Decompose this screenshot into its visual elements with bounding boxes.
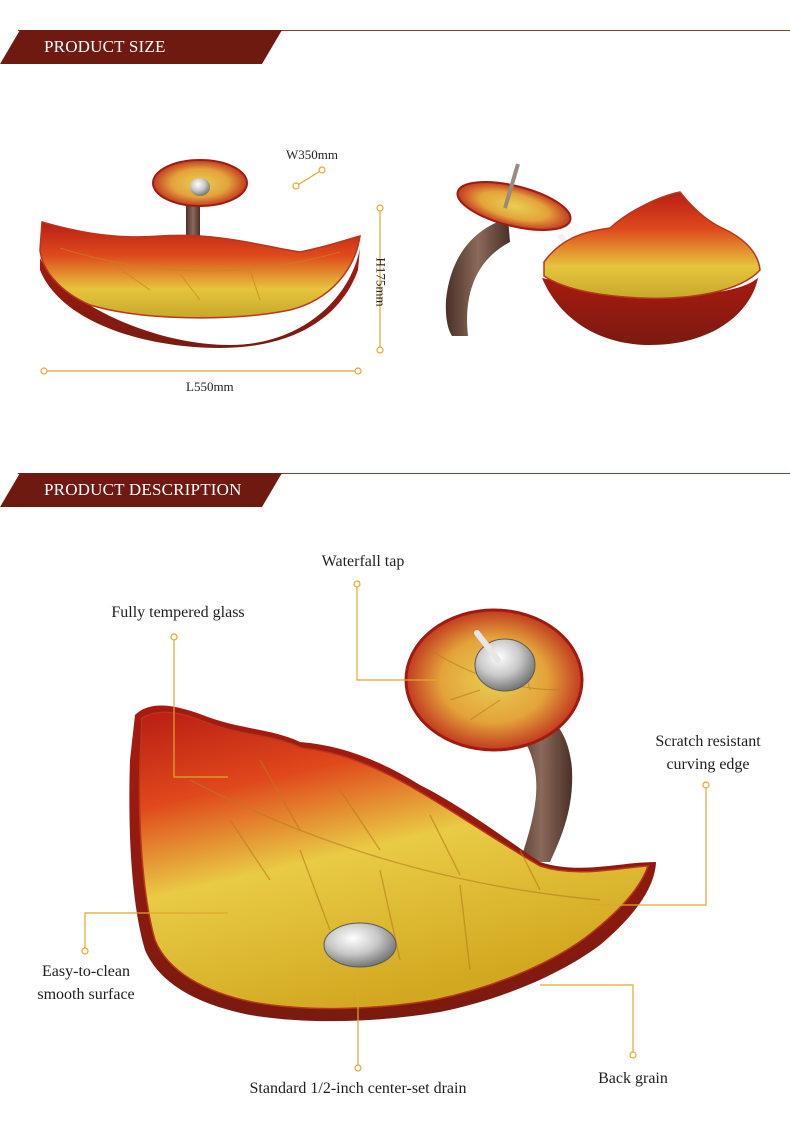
leader-dot — [629, 1051, 637, 1059]
width-guide-dot — [318, 166, 326, 174]
sink-front-view — [39, 159, 361, 348]
height-guide-dot — [376, 204, 384, 212]
leaf-veins-detail — [189, 759, 601, 971]
callout-easy-clean: Easy-to-clean smooth surface — [16, 960, 156, 1006]
leader-dot — [354, 1064, 362, 1072]
callout-easy-clean-line-2: smooth surface — [37, 986, 135, 1003]
section-banner-description: PRODUCT DESCRIPTION — [0, 471, 790, 511]
callout-lines — [84, 584, 707, 1068]
height-guide-dot — [376, 346, 384, 354]
leader-dot — [170, 633, 178, 641]
callout-scratch-line-1: Scratch resistant — [655, 733, 761, 750]
faucet-body-detail — [510, 713, 573, 862]
sink-base — [40, 248, 360, 348]
section-title-size: PRODUCT SIZE — [44, 37, 166, 56]
banner-rule — [0, 473, 790, 474]
sink-bowl-side — [543, 191, 761, 300]
sink-detail-view — [129, 608, 656, 1022]
dimension-width: W350mm — [286, 147, 338, 162]
leader-back-grain — [540, 984, 634, 1055]
faucet-handle — [190, 178, 210, 196]
leader-scratch-resistant — [590, 785, 707, 906]
leader-dot — [353, 580, 361, 588]
waterfall-disc-side — [456, 181, 572, 231]
callout-scratch-line-2: curving edge — [666, 756, 750, 773]
callout-scratch-resistant: Scratch resistant curving edge — [630, 730, 786, 776]
width-guide-dot — [292, 182, 300, 190]
length-guide-dot — [354, 367, 362, 375]
leader-tempered-glass — [173, 637, 228, 778]
dimension-guides — [40, 166, 384, 375]
callout-back-grain: Back grain — [598, 1070, 668, 1087]
callout-easy-clean-line-1: Easy-to-clean — [42, 963, 130, 980]
sink-bowl — [39, 221, 361, 319]
callout-waterfall-tap: Waterfall tap — [321, 553, 405, 570]
dimension-height: H175mm — [373, 257, 389, 307]
section-banner-size: PRODUCT SIZE — [0, 28, 790, 68]
leader-easy-clean — [84, 912, 228, 951]
faucet-lever-detail — [474, 630, 501, 663]
sink-side-view — [445, 163, 761, 345]
banner-tag — [0, 30, 282, 64]
faucet-lever — [503, 163, 520, 209]
callout-drain: Standard 1/2-inch center-set drain — [249, 1080, 467, 1097]
leaf-veins — [59, 247, 341, 301]
length-guide-dot — [40, 367, 48, 375]
leader-dot — [81, 947, 89, 955]
callout-dots — [81, 580, 710, 1072]
drain-detail — [323, 922, 397, 968]
dimension-length: L550mm — [186, 379, 234, 394]
leader-waterfall-tap — [356, 584, 438, 681]
banner-rule — [0, 30, 790, 31]
banner-tag — [0, 473, 282, 507]
section-title-description: PRODUCT DESCRIPTION — [44, 480, 242, 499]
sink-bowl-detail — [138, 711, 650, 1010]
faucet-body-side — [445, 218, 510, 336]
leader-dot — [702, 781, 710, 789]
width-guide-line — [295, 169, 323, 187]
callout-tempered-glass: Fully tempered glass — [111, 604, 245, 621]
